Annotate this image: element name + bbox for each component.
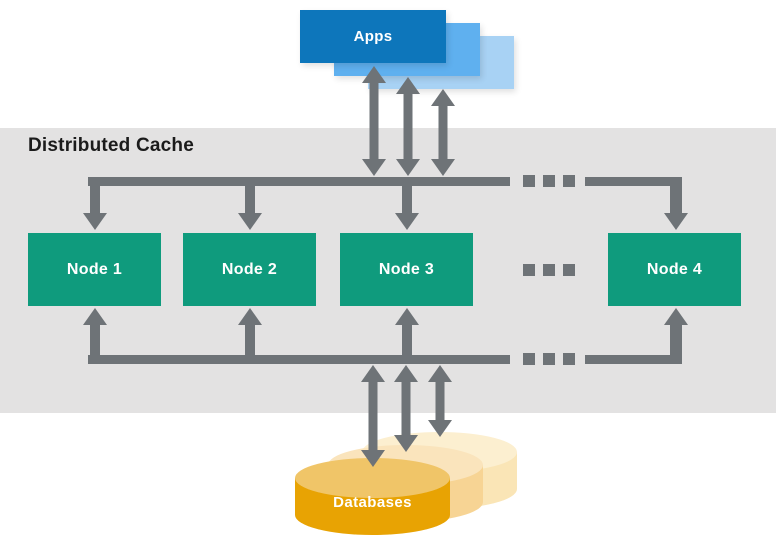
apps-label: Apps [353, 28, 393, 45]
databases-label: Databases [333, 494, 412, 511]
diagram-title: Distributed Cache [28, 135, 194, 156]
node-2-box: Node 2 [183, 233, 316, 306]
node-4-box: Node 4 [608, 233, 741, 306]
node-2-label: Node 2 [221, 260, 278, 278]
arrowhead-down-icon [361, 450, 385, 467]
arrowhead-down-icon [428, 420, 452, 437]
node-4-label: Node 4 [646, 260, 703, 278]
cylinder-top [362, 432, 517, 472]
cylinder-top [295, 458, 450, 498]
apps-box: Apps [300, 10, 446, 63]
arrowhead-up-icon [431, 89, 455, 106]
node-1-box: Node 1 [28, 233, 161, 306]
node-3-label: Node 3 [378, 260, 435, 278]
cylinder-top [328, 445, 483, 485]
arrowhead-down-icon [394, 435, 418, 452]
node-3-box: Node 3 [340, 233, 473, 306]
node-1-label: Node 1 [66, 260, 123, 278]
